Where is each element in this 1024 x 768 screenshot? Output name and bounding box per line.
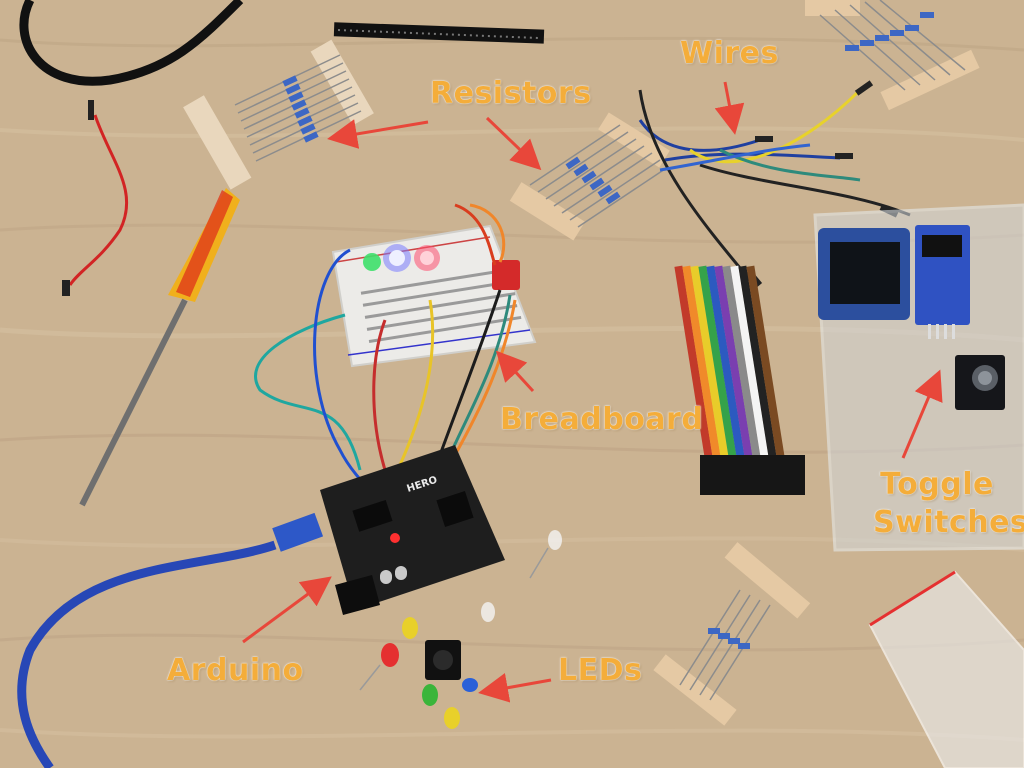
ribbon-cable	[674, 265, 805, 495]
loose-leds	[359, 530, 562, 729]
arrow-wires	[714, 81, 745, 135]
breadboard-label: Breadboard	[500, 402, 704, 437]
callout-arrows	[242, 81, 943, 703]
arrow-resistors-left	[327, 119, 429, 149]
arrow-arduino	[242, 576, 332, 644]
arduino-label: Arduino	[167, 653, 304, 688]
red-jumper-wire	[62, 100, 129, 296]
resistor-strip-bottom	[653, 542, 811, 726]
toggle-label-line2: Switches	[873, 504, 1024, 540]
arrow-toggle	[901, 369, 943, 459]
screwdriver	[79, 188, 240, 507]
breadboard-leds	[363, 244, 440, 272]
wires-label: Wires	[680, 36, 779, 71]
usb-cable	[17, 512, 324, 768]
resistors-label: Resistors	[430, 76, 592, 111]
leds-label: LEDs	[558, 653, 643, 688]
pin-header	[333, 22, 545, 44]
oled-display-module	[818, 228, 910, 320]
driver-module	[915, 225, 970, 339]
plastic-bag	[868, 570, 1024, 768]
arrow-leds	[478, 673, 552, 703]
arrow-resistors-right	[485, 116, 542, 171]
rotary-encoder-module	[955, 355, 1005, 410]
resistor-strip-center	[509, 112, 670, 241]
resistor-strip-top-right	[805, 0, 980, 111]
black-cable	[19, 0, 244, 86]
toggle-label-line1: Toggle	[880, 467, 994, 502]
jumper-wires	[638, 80, 911, 287]
arduino-board: HERO	[320, 445, 505, 615]
toggle-switches-label: Toggle Switches	[873, 466, 1024, 541]
arrow-breadboard	[495, 350, 535, 393]
